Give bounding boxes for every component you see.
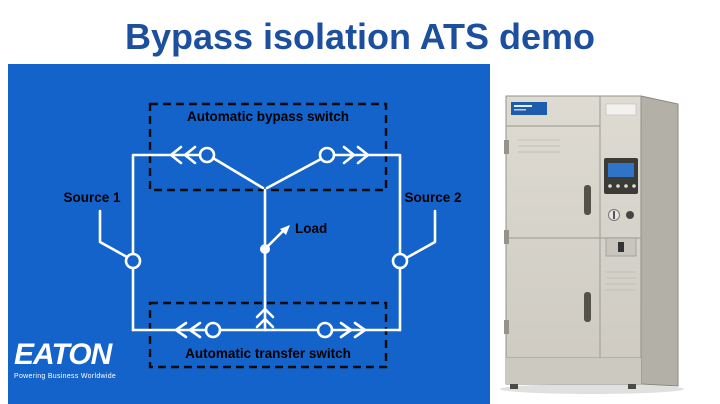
cabinet-shadow (500, 384, 684, 394)
source1-label: Source 1 (63, 190, 121, 205)
cabinet-rating-label (605, 103, 637, 116)
upper-door-handle (584, 185, 591, 215)
ats-cabinet-photo (500, 95, 684, 394)
cabinet-front-panel (505, 95, 642, 385)
cabinet-side-panel (640, 95, 679, 387)
selector-switch (608, 209, 620, 221)
transfer-switch-label: Automatic transfer switch (185, 346, 351, 361)
cabinet-brand-label (511, 102, 547, 115)
ats-controller (604, 158, 638, 194)
controller-screen (608, 163, 634, 177)
slide-title: Bypass isolation ATS demo (124, 16, 596, 57)
source2-label: Source 2 (404, 190, 462, 205)
breaker-block (605, 237, 637, 257)
lower-door-handle (584, 292, 591, 322)
eaton-logo-wordmark: EATON (14, 338, 112, 371)
eaton-logo: EATON Powering Business Worldwide (14, 338, 117, 381)
load-label: Load (295, 221, 328, 236)
bypass-switch-label: Automatic bypass switch (186, 109, 350, 124)
cabinet-kickplate (506, 358, 641, 384)
eaton-logo-tagline: Powering Business Worldwide (14, 373, 117, 380)
